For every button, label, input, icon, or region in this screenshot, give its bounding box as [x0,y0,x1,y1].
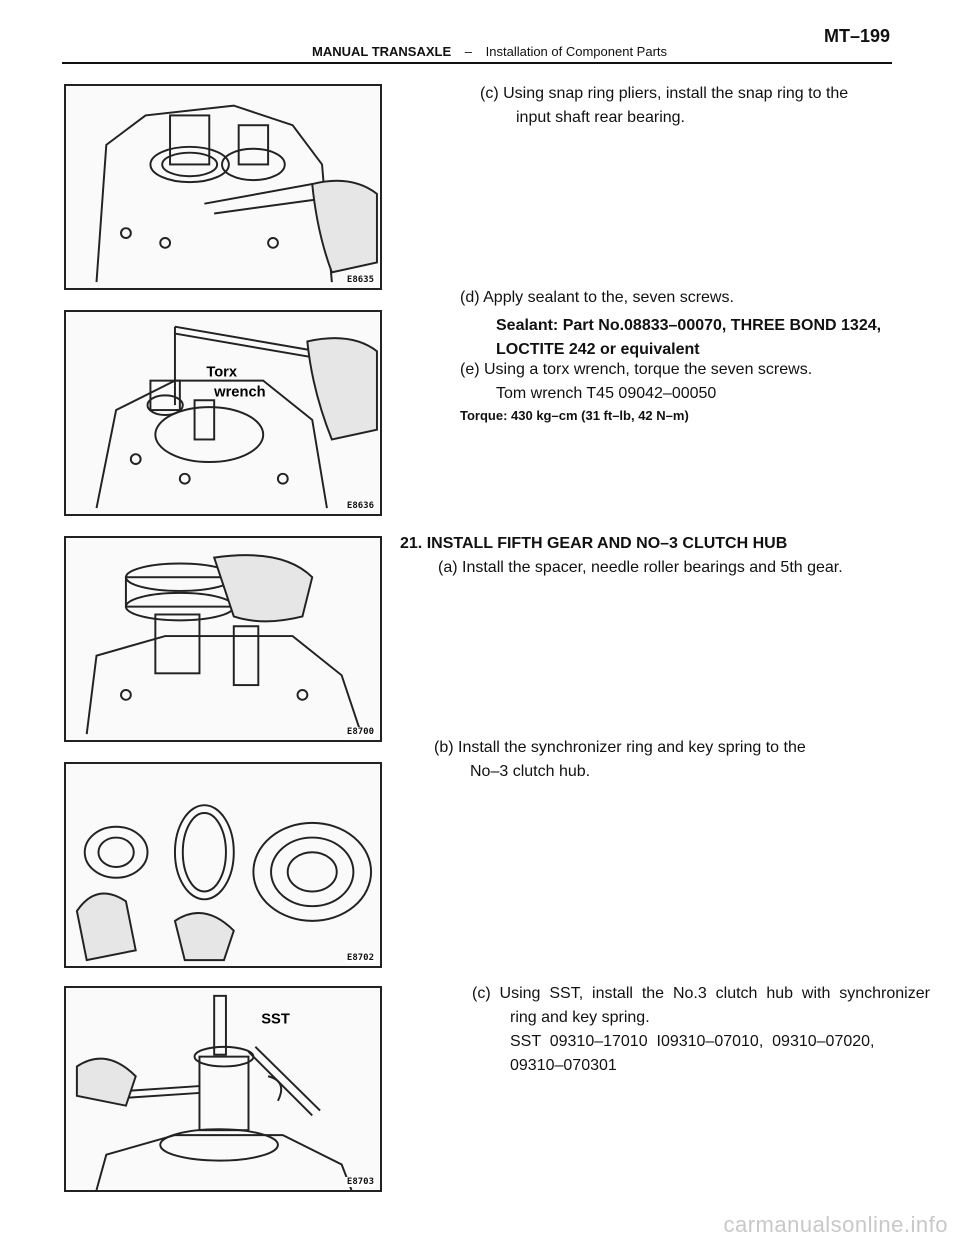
step-text: (c) Using SST, install the No.3 clutch h… [472,985,930,1002]
figure-fifth-gear: E8700 [64,536,382,742]
sealant-spec: Sealant: Part No.08833–00070, THREE BOND… [496,317,882,334]
subsection-title: Installation of Component Parts [485,44,668,59]
figure-code: E8636 [344,501,376,511]
illustration-fifth-gear [85,554,363,735]
tool-spec: 09310–070301 [510,1057,617,1074]
tool-spec: SST 09310–17010 I09310–07010, 09310–0702… [510,1033,875,1050]
step-text: (b) Install the synchronizer ring and ke… [434,739,806,756]
step-text: ring and key spring. [510,1009,650,1026]
tool-spec: Tom wrench T45 09042–00050 [496,385,717,402]
step-text: input shaft rear bearing. [516,109,685,126]
illustration-synchronizer-ring [75,804,373,962]
step-d-sealant: (d) Apply sealant to the, seven screws. … [460,286,881,362]
figure-code: E8700 [344,727,376,737]
figure-torx-wrench: Torx wrench E8636 [64,310,382,516]
figure-callout: wrench [213,384,265,400]
page-number: MT–199 [823,26,890,46]
section-heading: 21. INSTALL FIFTH GEAR AND NO–3 CLUTCH H… [400,535,788,552]
illustration-torx-wrench: Torx wrench [95,325,378,509]
figure-code: E8702 [344,953,376,963]
step-text: No–3 clutch hub. [470,763,591,780]
header-separator: – [464,44,473,59]
step-c-snap-ring: (c) Using snap ring pliers, install the … [480,82,848,130]
running-header: MANUAL TRANSAXLE – Installation of Compo… [312,44,667,59]
step-text: (e) Using a torx wrench, torque the seve… [460,361,813,378]
step-text: (d) Apply sealant to the, seven screws. [460,289,734,306]
step-c-sst: (c) Using SST, install the No.3 clutch h… [472,982,930,1078]
illustration-snap-ring [95,104,378,283]
watermark: carmanualsonline.info [723,1212,948,1237]
figure-code: E8635 [344,275,376,285]
step-e-torx: (e) Using a torx wrench, torque the seve… [460,358,812,406]
figure-callout: SST [261,1011,290,1027]
step-b-synchronizer: (b) Install the synchronizer ring and ke… [434,736,806,784]
figure-synchronizer-ring: E8702 [64,762,382,968]
sealant-spec: LOCTITE 242 or equivalent [496,341,700,358]
step-text: (c) Using snap ring pliers, install the … [480,85,849,102]
section-21: 21. INSTALL FIFTH GEAR AND NO–3 CLUTCH H… [400,532,843,580]
step-text: (a) Install the spacer, needle roller be… [438,559,843,576]
figure-snap-ring-install: E8635 [64,84,382,290]
figure-code: E8703 [344,1177,376,1187]
figure-callout: Torx [206,365,238,381]
header-rule [62,62,892,64]
torque-spec: Torque: 430 kg–cm (31 ft–lb, 42 N–m) [460,408,689,423]
figure-sst-clutch-hub: SST E8703 [64,986,382,1192]
illustration-sst-clutch-hub: SST [75,994,353,1190]
section-title: MANUAL TRANSAXLE [312,44,452,59]
